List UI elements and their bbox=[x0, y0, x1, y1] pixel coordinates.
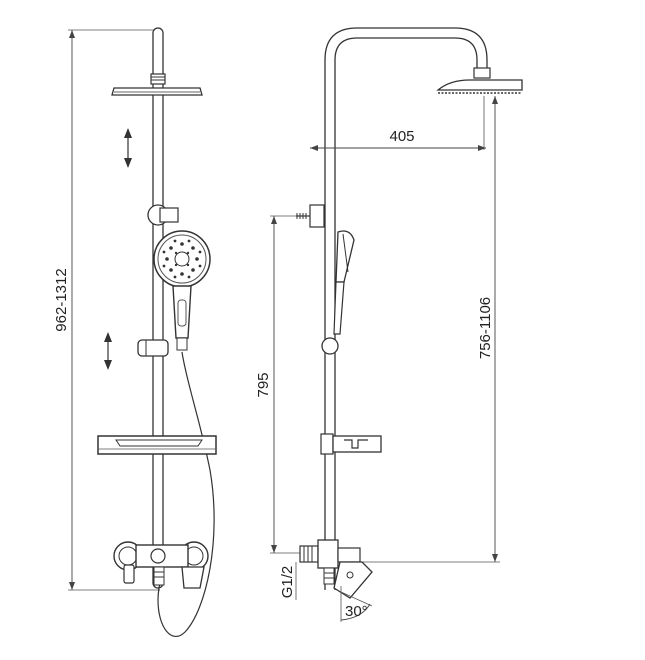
outlet-height-label: 795 bbox=[255, 372, 272, 397]
side-hand-shower bbox=[321, 230, 355, 355]
side-view: 405 756-1106 795 bbox=[255, 27, 523, 622]
slide-holder bbox=[137, 339, 169, 357]
spout-angle-label: 30° bbox=[345, 603, 368, 620]
side-wall-bracket bbox=[296, 204, 325, 228]
side-soap-shelf bbox=[320, 433, 382, 455]
side-mixer-valve bbox=[299, 539, 373, 599]
adjust-arrow-icon bbox=[104, 332, 112, 370]
shower-hose bbox=[157, 351, 215, 638]
spout-angle-dimension: 30° bbox=[340, 586, 373, 622]
hand-shower-head bbox=[153, 230, 211, 351]
mixer-valve bbox=[113, 541, 209, 589]
side-riser-pipe bbox=[324, 27, 488, 590]
overhead-shower-head bbox=[111, 73, 203, 96]
head-range-dimension: 756-1106 bbox=[360, 96, 500, 563]
arm-reach-dimension: 405 bbox=[310, 96, 486, 151]
outlet-height-dimension: 795 bbox=[255, 215, 300, 554]
wall-bracket bbox=[147, 204, 179, 226]
arm-reach-label: 405 bbox=[389, 128, 414, 145]
front-height-dimension: 962-1312 bbox=[53, 29, 160, 591]
inlet-thread-label: G1/2 bbox=[279, 566, 296, 599]
front-view: 962-1312 bbox=[53, 27, 217, 638]
riser-pipe bbox=[152, 27, 164, 589]
soap-shelf bbox=[97, 435, 217, 455]
side-overhead-shower-head bbox=[436, 67, 523, 94]
front-height-label: 962-1312 bbox=[53, 268, 70, 331]
adjust-arrow-icon bbox=[124, 128, 132, 168]
head-range-label: 756-1106 bbox=[477, 297, 494, 359]
inlet-thread-dimension: G1/2 bbox=[279, 562, 297, 600]
